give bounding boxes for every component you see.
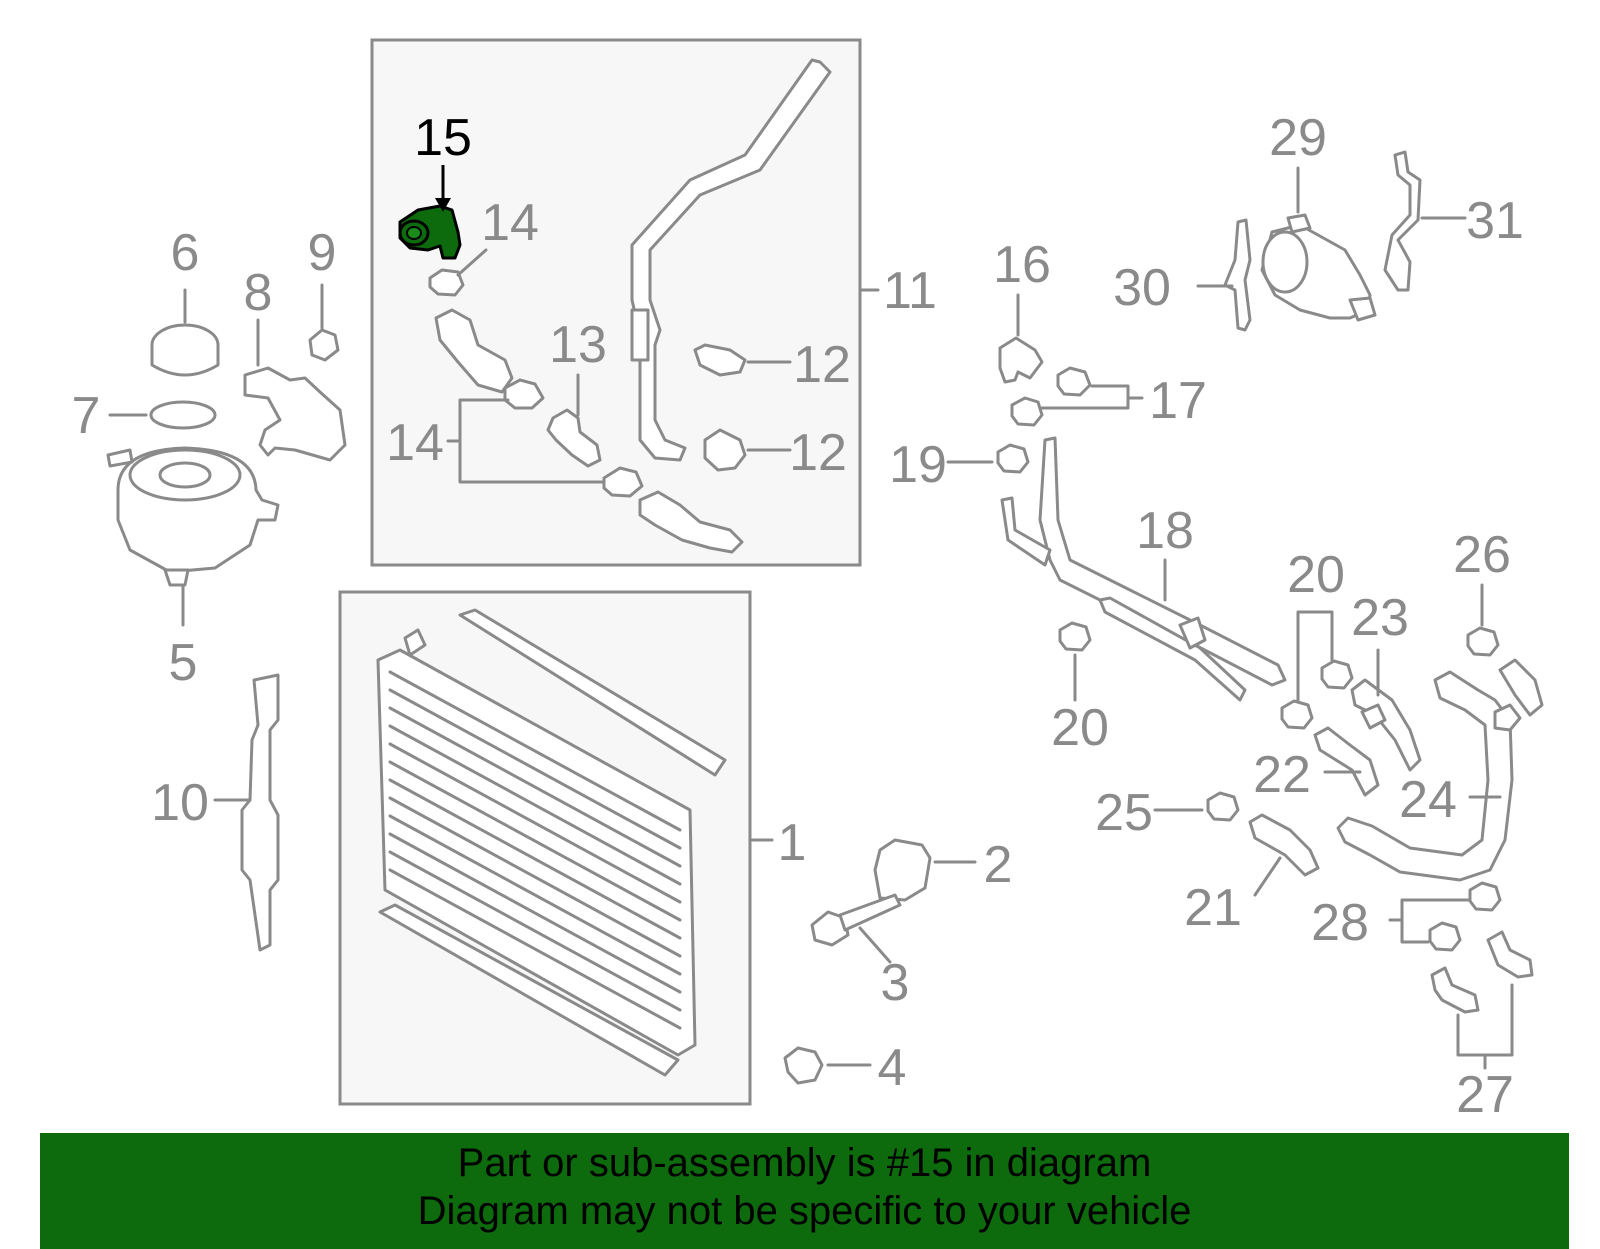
clamp-23[interactable] xyxy=(1360,703,1387,730)
callout-23: 23 xyxy=(1351,589,1409,647)
leader-14-top xyxy=(456,248,488,277)
leader-27 xyxy=(1456,983,1514,1070)
small-hose-lower[interactable] xyxy=(638,490,744,554)
banner-line-part-number: Part or sub-assembly is #15 in diagram xyxy=(457,1141,1152,1185)
callout-3: 3 xyxy=(881,954,910,1012)
clamp-25[interactable] xyxy=(1206,791,1240,822)
leader-21 xyxy=(1253,856,1282,897)
hose-21[interactable] xyxy=(1248,813,1320,877)
leader-3 xyxy=(858,926,892,964)
callout-10: 10 xyxy=(151,774,209,832)
cap-6[interactable] xyxy=(150,323,220,377)
nut-9[interactable] xyxy=(308,328,340,362)
bracket-30[interactable] xyxy=(1223,218,1252,332)
callout-5: 5 xyxy=(169,634,198,692)
elbow-16[interactable] xyxy=(998,336,1044,384)
clamp-20-b[interactable] xyxy=(1280,699,1314,730)
callout-24: 24 xyxy=(1399,771,1457,829)
callout-17: 17 xyxy=(1149,372,1207,430)
hose-22[interactable] xyxy=(1313,726,1380,797)
expansion-tank-5[interactable] xyxy=(106,446,280,587)
callout-29: 29 xyxy=(1269,109,1327,167)
callout-20-right: 20 xyxy=(1287,546,1345,604)
banner-line-disclaimer: Diagram may not be specific to your vehi… xyxy=(417,1189,1192,1233)
callout-14-top: 14 xyxy=(481,194,539,252)
grommet-4[interactable] xyxy=(783,1046,824,1085)
leader-20-right xyxy=(1296,610,1334,702)
callout-2: 2 xyxy=(984,836,1013,894)
radiator-1[interactable] xyxy=(376,628,697,1057)
leader-28 xyxy=(1388,898,1470,944)
callout-30: 30 xyxy=(1113,259,1171,317)
bracket-2[interactable] xyxy=(873,838,932,902)
clamp-20-left[interactable] xyxy=(1058,621,1092,652)
callout-12-upper: 12 xyxy=(793,336,851,394)
callout-27: 27 xyxy=(1456,1066,1514,1124)
callout-16: 16 xyxy=(993,236,1051,294)
clamp-14-lower[interactable] xyxy=(602,466,644,498)
upper-hose-11[interactable] xyxy=(630,58,832,462)
seal-ring-7[interactable] xyxy=(149,400,217,430)
bolt-3[interactable] xyxy=(810,893,902,947)
radiator-top-seal[interactable] xyxy=(458,608,727,777)
clamp-17-lower[interactable] xyxy=(1010,396,1044,427)
clamp-28-upper[interactable] xyxy=(1468,881,1502,912)
clamp-12-upper[interactable] xyxy=(693,343,747,377)
callout-7: 7 xyxy=(72,387,101,445)
callout-4: 4 xyxy=(878,1039,907,1097)
callout-6: 6 xyxy=(171,224,200,282)
callout-19: 19 xyxy=(889,436,947,494)
callout-22: 22 xyxy=(1253,746,1311,804)
bracket-31[interactable] xyxy=(1383,150,1422,292)
callout-15: 15 xyxy=(414,109,472,167)
clamp-19[interactable] xyxy=(996,443,1030,474)
coolant-pipe-18[interactable] xyxy=(1000,436,1287,702)
callout-14-left: 14 xyxy=(386,414,444,472)
callout-20-left: 20 xyxy=(1051,699,1109,757)
clamp-24[interactable] xyxy=(1493,703,1522,732)
fitting-27-left[interactable] xyxy=(1430,966,1480,1014)
callout-13: 13 xyxy=(549,316,607,374)
fitting-27-right[interactable] xyxy=(1486,930,1534,979)
radiator-bottom-seal[interactable] xyxy=(378,903,680,1077)
callout-31: 31 xyxy=(1466,192,1524,250)
callout-25: 25 xyxy=(1095,784,1153,842)
clamp-28-lower[interactable] xyxy=(1428,921,1462,952)
callout-9: 9 xyxy=(308,224,337,282)
callout-18: 18 xyxy=(1136,502,1194,560)
bracket-8[interactable] xyxy=(243,366,347,462)
fitting-13[interactable] xyxy=(546,408,602,468)
info-banner: Part or sub-assembly is #15 in diagram D… xyxy=(40,1133,1569,1249)
hose-24-branch[interactable] xyxy=(1498,658,1544,717)
callout-21: 21 xyxy=(1184,879,1242,937)
callout-11: 11 xyxy=(883,262,937,320)
callout-12-lower: 12 xyxy=(789,424,847,482)
seal-strip-10[interactable] xyxy=(240,673,280,952)
water-pump-29[interactable] xyxy=(1260,213,1377,322)
leader-15-arrowhead xyxy=(435,198,451,212)
small-hose-upper[interactable] xyxy=(434,308,514,394)
clamp-20-a[interactable] xyxy=(1320,659,1354,690)
clamp-26[interactable] xyxy=(1466,626,1500,657)
clamp-14-top[interactable] xyxy=(428,268,465,297)
upper-hose-11-end xyxy=(630,308,650,362)
callout-26: 26 xyxy=(1453,526,1511,584)
callout-8: 8 xyxy=(244,264,273,322)
callout-1: 1 xyxy=(778,814,807,872)
callout-28: 28 xyxy=(1311,894,1369,952)
clamp-12-lower[interactable] xyxy=(703,428,747,472)
clamp-17-upper[interactable] xyxy=(1056,366,1092,397)
